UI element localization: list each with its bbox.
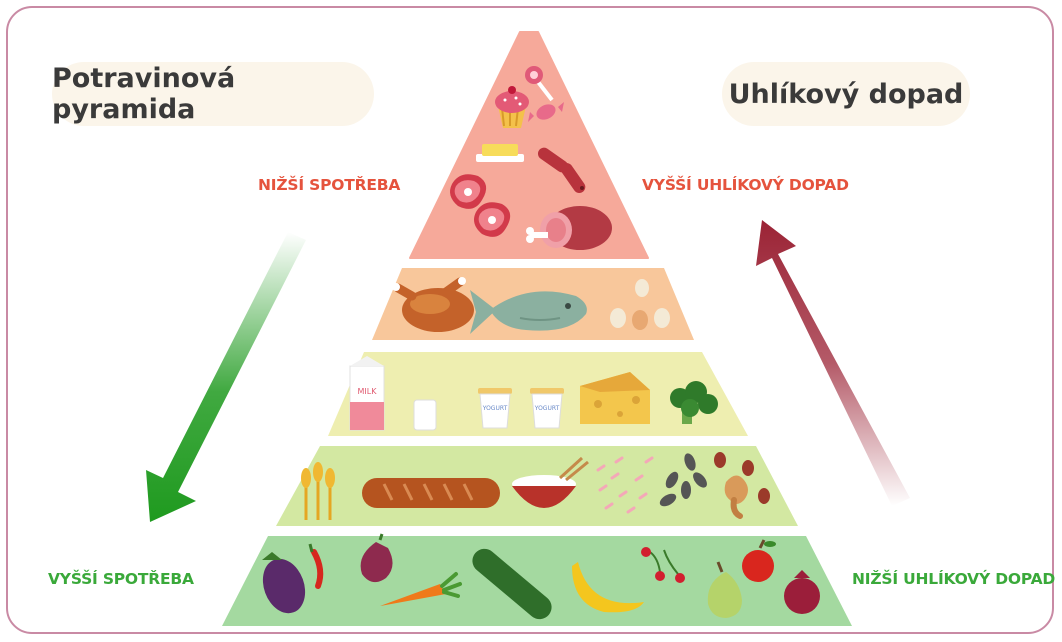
tier-meat-sweets	[410, 32, 648, 258]
yogurt-label: YOGURT	[534, 405, 560, 412]
milk-carton-icon: MILK	[350, 356, 384, 430]
milk-glass-icon	[414, 400, 436, 430]
yogurt-cup-icon: YOGURT	[530, 388, 564, 428]
green-down-arrow	[146, 232, 306, 522]
butter-icon	[476, 144, 524, 162]
bread-loaf-icon	[362, 478, 500, 508]
milk-carton-label: MILK	[358, 387, 378, 396]
yogurt-label: YOGURT	[482, 405, 508, 412]
wheat-icon	[301, 462, 335, 520]
yogurt-cup-icon: YOGURT	[478, 388, 512, 428]
red-up-arrow	[756, 220, 910, 506]
